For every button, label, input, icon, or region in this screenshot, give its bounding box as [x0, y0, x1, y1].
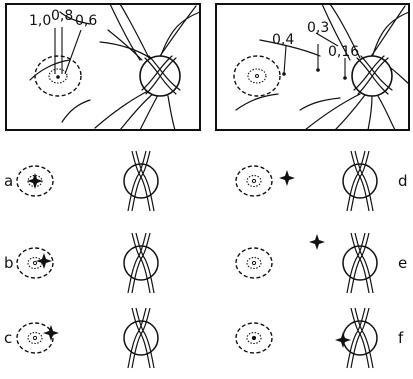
four-point-star-icon: [279, 170, 295, 186]
optic-disc-icon: [351, 55, 393, 97]
panel-letter-e: e: [398, 254, 407, 272]
optic-disc-icon: [123, 232, 159, 294]
four-point-star-icon: [36, 253, 52, 269]
fixation-point: [56, 75, 60, 79]
four-point-star-icon: [309, 234, 325, 250]
panel-letter-c: c: [4, 329, 12, 347]
optic-disc-icon: [342, 307, 378, 369]
acuity-label-2: 0,8: [51, 8, 73, 24]
macula-outline: [235, 247, 273, 279]
optic-disc-icon: [123, 307, 159, 369]
optic-disc-icon: [123, 150, 159, 212]
macula-outline: [16, 322, 54, 354]
row-a-d: a d: [4, 150, 408, 212]
optic-disc-icon: [139, 55, 181, 97]
panel-letter-b: b: [4, 254, 14, 272]
optic-disc-icon: [342, 232, 378, 294]
macula-outline: [233, 55, 281, 97]
row-c-f: c f: [4, 307, 404, 369]
acuity-label-6: 0,16: [328, 44, 359, 60]
acuity-label-3: 0,6: [75, 13, 97, 29]
acuity-label-5: 0,3: [307, 20, 329, 36]
panel-letter-f: f: [398, 329, 404, 347]
row-b-e: b e: [4, 232, 407, 294]
four-point-star-icon: [43, 325, 59, 341]
optic-disc-icon: [342, 150, 378, 212]
retinal-vessels-left: [29, 3, 201, 131]
panel-letter-a: a: [4, 172, 13, 190]
panel-letter-d: d: [398, 172, 408, 190]
top-left-panel: 1,0 0,8 0,6: [5, 3, 201, 131]
acuity-label-4: 0,4: [272, 32, 294, 48]
macula-outline: [235, 165, 273, 197]
top-right-panel: 0,4 0,3 0,16: [215, 3, 410, 131]
fovea-outline: [247, 68, 267, 84]
macula-outline: [16, 247, 54, 279]
four-point-star-icon: [27, 173, 43, 189]
acuity-label-1: 1,0: [29, 13, 51, 29]
fovea-outline: [48, 68, 68, 84]
macula-outline: [34, 55, 82, 97]
